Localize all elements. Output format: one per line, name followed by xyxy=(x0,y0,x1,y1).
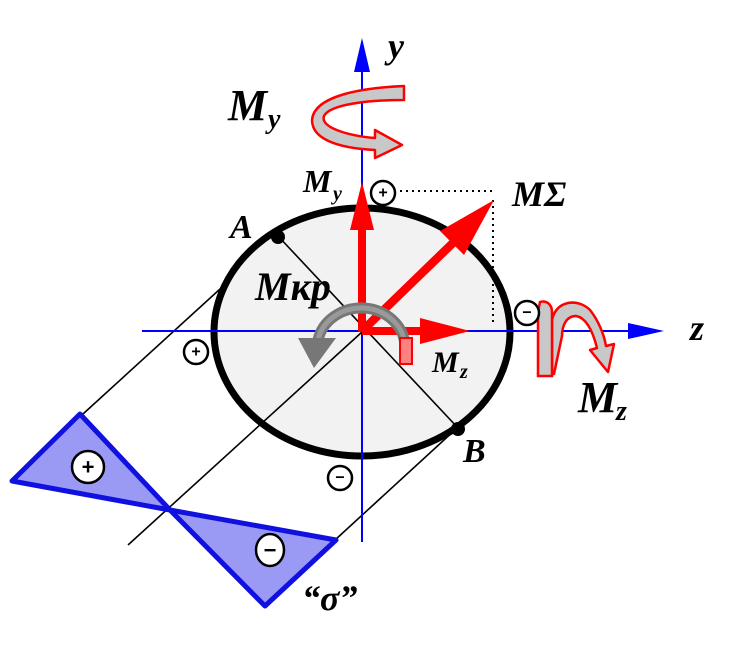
point-b-label: B xyxy=(462,433,486,470)
sign-right xyxy=(513,299,541,327)
my-vector-head xyxy=(350,182,374,230)
sign-top-text: + xyxy=(378,185,387,202)
mz-curved-arrow xyxy=(536,300,616,378)
sign-bottom-text: − xyxy=(335,470,344,487)
my-vec-label: M xyxy=(302,163,333,199)
sign-left xyxy=(182,338,210,366)
sign-diagram-minus xyxy=(254,532,286,568)
mz-main-label: M xyxy=(577,373,619,422)
sign-markers xyxy=(70,179,541,568)
msum-label: MΣ xyxy=(511,174,566,214)
my-vec-sub: y xyxy=(331,183,342,205)
sign-right-text: − xyxy=(522,305,531,322)
my-vector xyxy=(358,222,366,332)
sign-diagram-plus xyxy=(70,449,106,485)
mz-main-sub: z xyxy=(615,396,627,427)
y-axis-label: y xyxy=(384,26,405,66)
component-dotted-lines xyxy=(400,190,496,326)
mz-vector-head xyxy=(420,318,470,344)
torque-label: Mкр xyxy=(254,264,331,309)
msum-vector-head xyxy=(440,200,494,255)
mz-vec-sub: z xyxy=(459,361,468,383)
mz-vec-label: M xyxy=(431,346,460,379)
sign-bottom xyxy=(326,464,354,492)
sign-top xyxy=(369,179,397,207)
y-axis-arrowhead xyxy=(354,38,370,72)
sign-diagram-plus-text: + xyxy=(82,455,95,480)
point-b-dot xyxy=(451,422,465,436)
z-axis-label: z xyxy=(688,308,704,348)
sign-left-text: + xyxy=(191,344,200,361)
torque-arc xyxy=(298,302,413,368)
z-axis-arrowhead xyxy=(628,323,664,339)
point-a-label: A xyxy=(228,209,253,246)
stress-label: “σ” xyxy=(302,578,357,618)
sign-diagram-minus-text: − xyxy=(264,538,277,563)
my-main-label: M xyxy=(227,81,269,130)
my-main-sub: y xyxy=(265,104,281,135)
stress-diagram-negative xyxy=(167,507,339,609)
point-a-dot xyxy=(271,230,285,244)
my-curved-arrow xyxy=(310,84,406,160)
